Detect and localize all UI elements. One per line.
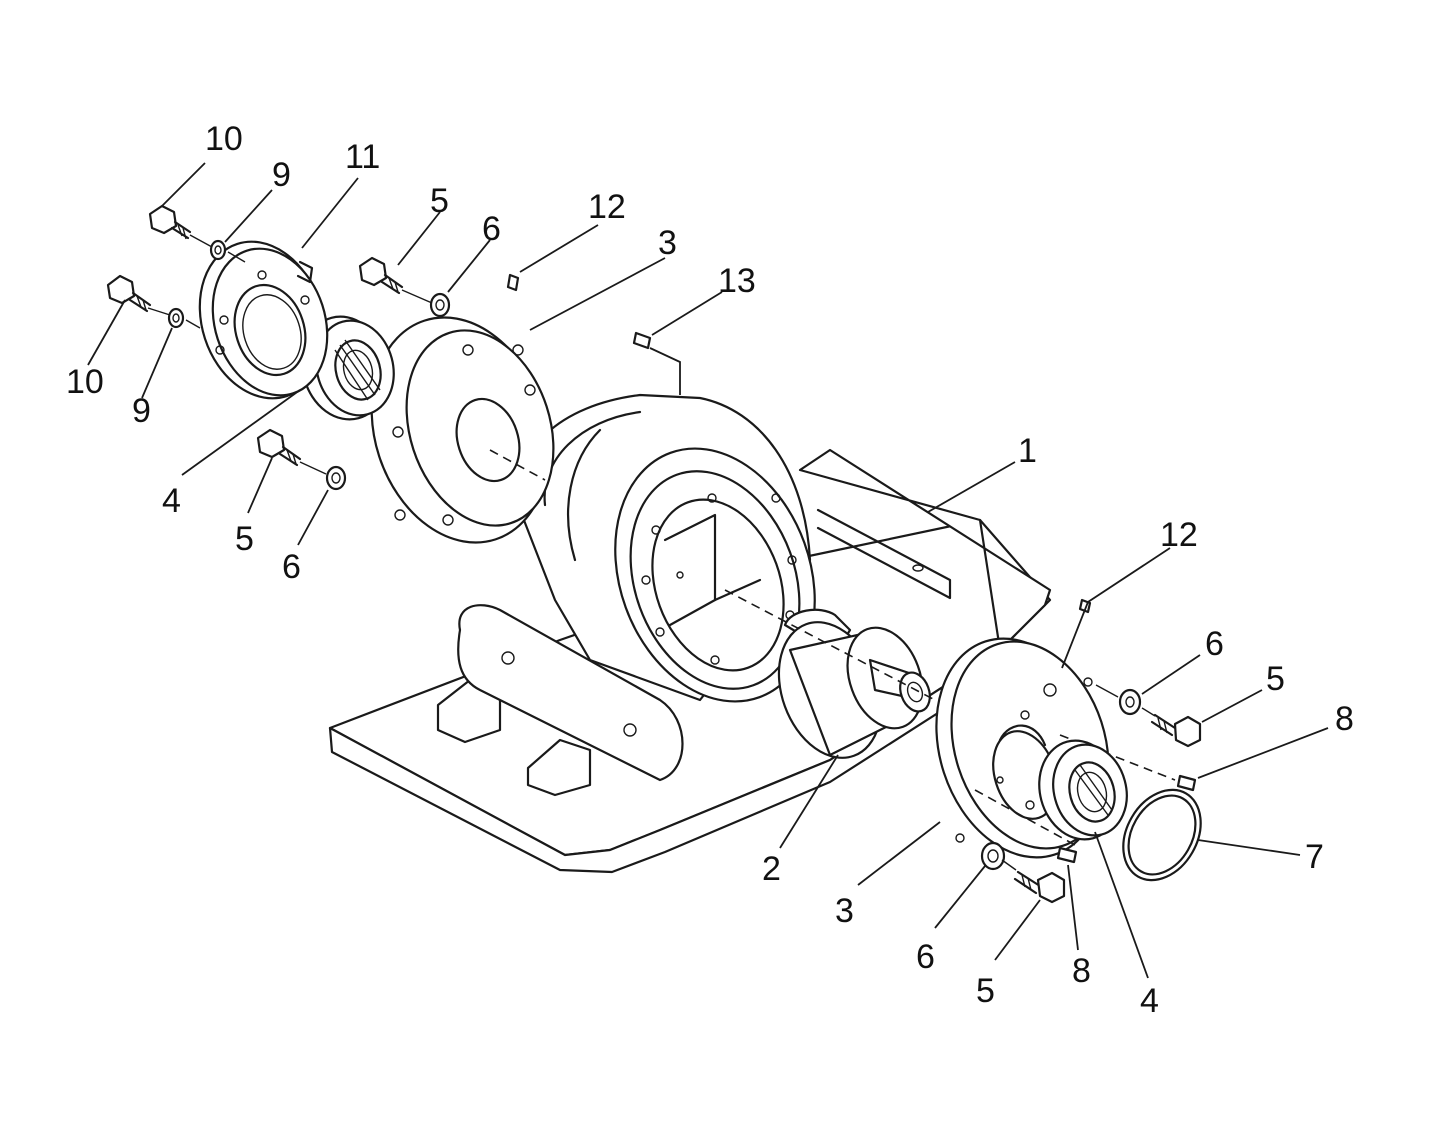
left-bearing bbox=[301, 315, 395, 421]
label-4-right: 4 bbox=[1140, 982, 1159, 1020]
label-6-bottom-left: 6 bbox=[282, 548, 301, 586]
left-end-cap bbox=[198, 240, 329, 400]
main-housing bbox=[457, 331, 816, 782]
label-5-bottom-right: 5 bbox=[976, 972, 995, 1010]
label-6-top-right: 6 bbox=[1205, 625, 1224, 663]
label-9-bottom: 9 bbox=[132, 392, 151, 430]
label-4-left: 4 bbox=[162, 482, 181, 520]
label-13: 13 bbox=[718, 262, 756, 300]
label-10-top: 10 bbox=[205, 120, 243, 158]
label-1: 1 bbox=[1018, 432, 1037, 470]
label-11: 11 bbox=[345, 138, 380, 176]
support-legs bbox=[436, 678, 592, 797]
label-12-right: 12 bbox=[1160, 516, 1198, 554]
label-9-top: 9 bbox=[272, 156, 291, 194]
label-5-top-left: 5 bbox=[430, 182, 449, 220]
label-7: 7 bbox=[1305, 838, 1324, 876]
eccentric-shaft bbox=[724, 589, 936, 759]
label-2: 2 bbox=[762, 850, 781, 888]
right-bearing bbox=[1038, 739, 1128, 841]
right-fasteners bbox=[980, 598, 1202, 904]
leader-lines bbox=[87, 162, 1329, 979]
label-10-bottom: 10 bbox=[66, 363, 104, 401]
label-5-bottom-left: 5 bbox=[235, 520, 254, 558]
label-6-top-left: 6 bbox=[482, 210, 501, 248]
label-8-bottom-right: 8 bbox=[1072, 952, 1091, 990]
seal-ring bbox=[1122, 788, 1202, 882]
left-bearing-housing bbox=[370, 316, 555, 544]
label-3-bottom: 3 bbox=[835, 892, 854, 930]
label-12-top: 12 bbox=[588, 188, 626, 226]
label-3-top: 3 bbox=[658, 224, 677, 262]
label-8-top-right: 8 bbox=[1335, 700, 1354, 738]
left-fasteners bbox=[106, 204, 520, 491]
part-labels: 10 9 11 5 6 12 3 13 10 9 4 5 6 1 12 6 5 … bbox=[66, 120, 1354, 1020]
label-5-top-right: 5 bbox=[1266, 660, 1285, 698]
label-6-bottom-right: 6 bbox=[916, 938, 935, 976]
